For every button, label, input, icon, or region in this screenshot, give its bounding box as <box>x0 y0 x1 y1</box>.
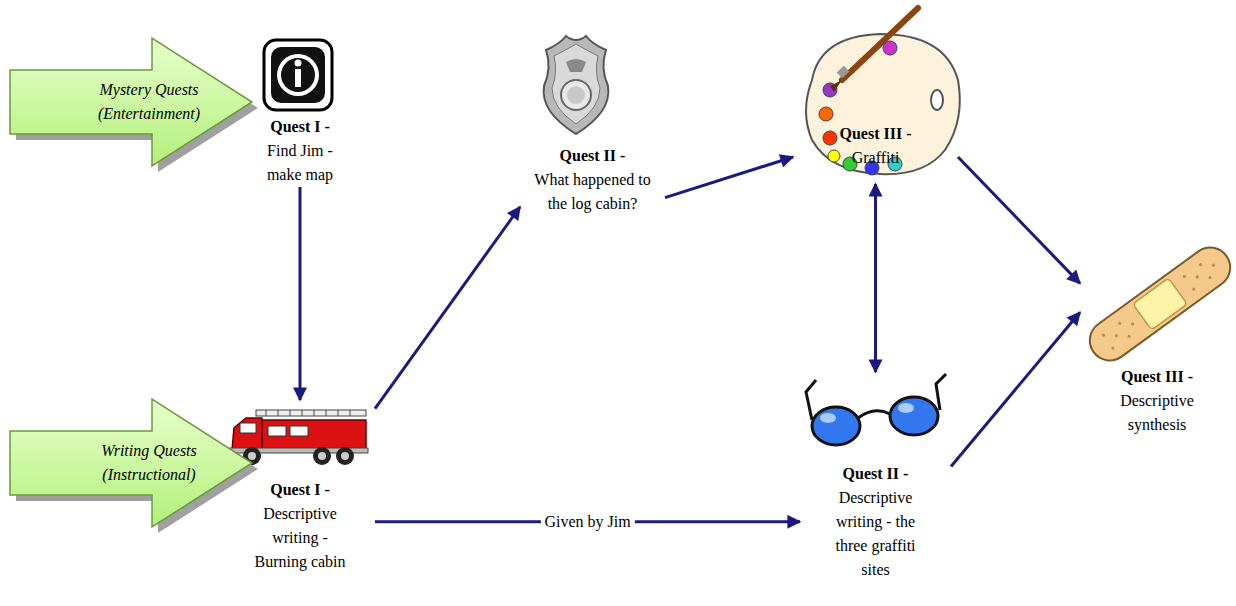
quest-description: Find Jim - make map <box>264 139 336 187</box>
connector-arrow <box>951 312 1080 466</box>
fire-truck-icon <box>230 410 368 465</box>
quest-description: Descriptive synthesis <box>1111 389 1203 437</box>
quest-description: What happened to the log cabin? <box>528 168 658 216</box>
arrow-body <box>10 399 252 527</box>
edge-label: Given by Jim <box>540 512 634 532</box>
quest-description: Graffiti <box>816 146 936 170</box>
quest-heading: Quest III - <box>816 122 936 146</box>
connector-arrow <box>958 157 1080 283</box>
connector-arrow <box>299 187 302 400</box>
connector-arrow <box>375 207 520 409</box>
quest-heading: Quest III - <box>1097 365 1217 389</box>
quest-heading: Quest II - <box>528 144 658 168</box>
quest-node: Quest III -Descriptive synthesis <box>1080 245 1234 437</box>
quest-node: Quest I -Find Jim - make map <box>258 35 342 187</box>
quest-node: Quest III -Graffiti <box>793 4 958 184</box>
quest-node: Quest II -What happened to the log cabin… <box>520 32 665 216</box>
bandage-icon <box>1082 240 1236 369</box>
arrow-shape-node: Mystery Quests (Entertainment) <box>0 30 262 180</box>
quest-heading: Quest I - <box>245 478 355 502</box>
arrow-label: Mystery Quests (Entertainment) <box>88 78 210 126</box>
arrow-shape-node: Writing Quests (Instructional) <box>0 391 262 541</box>
quest-node: Quest I -Descriptive writing - Burning c… <box>225 400 375 574</box>
quest-description: Descriptive writing - Burning cabin <box>246 502 354 574</box>
connector-arrow <box>665 157 793 198</box>
glasses-icon <box>806 374 946 445</box>
connector-arrow <box>874 184 877 372</box>
quest-description: Descriptive writing - the three graffiti… <box>826 486 926 582</box>
info-icon <box>264 40 332 110</box>
quest-heading: Quest II - <box>821 462 931 486</box>
quest-heading: Quest I - <box>262 115 338 139</box>
arrow-body <box>10 38 252 166</box>
badge-icon <box>544 36 609 134</box>
arrow-label: Writing Quests (Instructional) <box>88 439 210 487</box>
quest-node: Quest II -Descriptive writing - the thre… <box>800 372 951 582</box>
palette-icon <box>806 8 960 175</box>
